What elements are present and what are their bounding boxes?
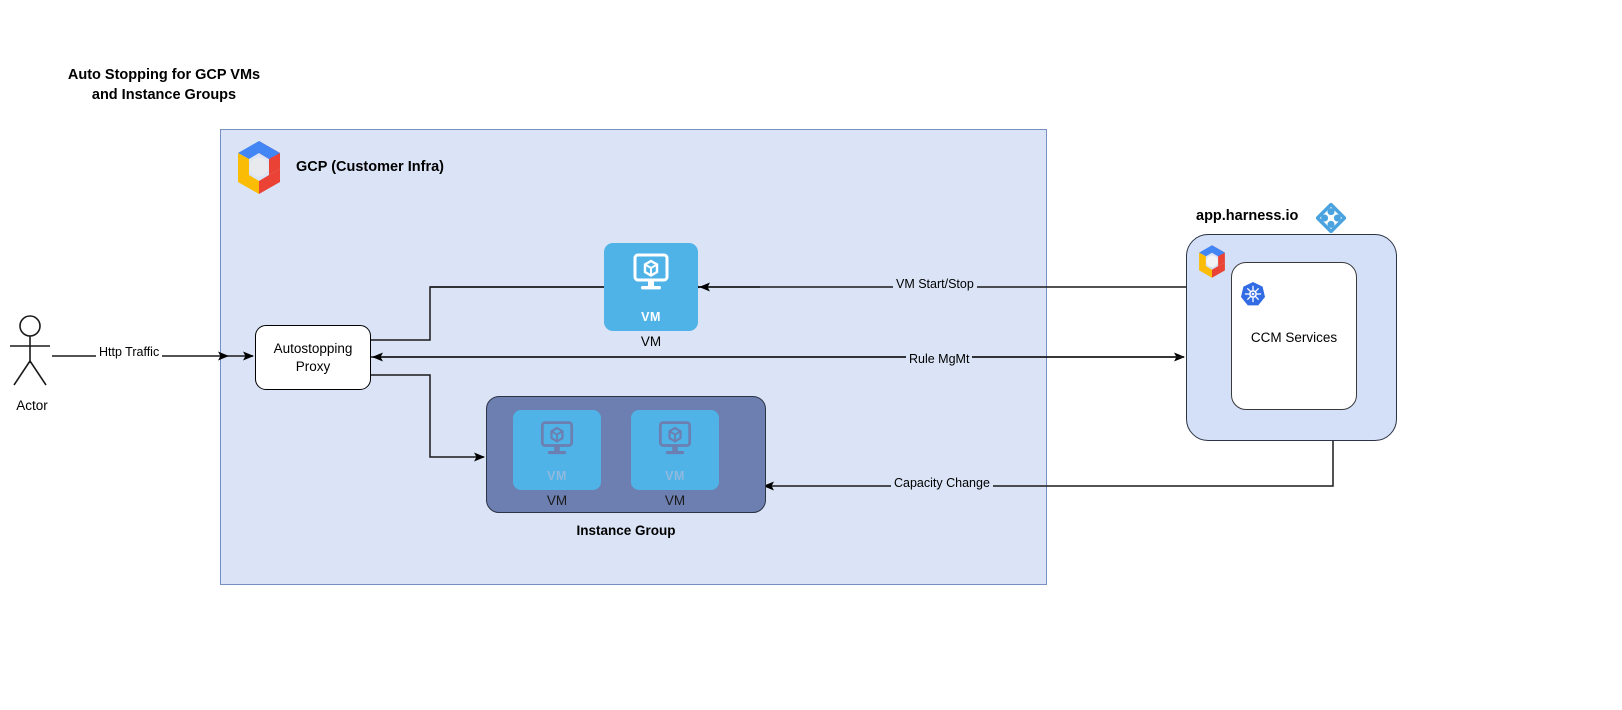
vm-monitor-cube-icon xyxy=(631,419,719,466)
vm-tile-text: VM xyxy=(641,310,661,324)
instance-group-container: VM VM VM VM xyxy=(486,396,766,513)
vm-tile-text: VM xyxy=(547,469,567,483)
harness-app-label: app.harness.io xyxy=(1196,208,1299,224)
actor-label: Actor xyxy=(16,398,48,413)
kubernetes-helm-wheel-icon xyxy=(1241,282,1265,306)
instance-group-vm-1[interactable]: VM xyxy=(631,410,719,490)
vm-monitor-cube-icon xyxy=(604,252,698,301)
vm-node[interactable]: VM xyxy=(604,243,698,331)
actor-stick-figure-icon xyxy=(10,315,50,386)
edge-label-http-traffic: Http Traffic xyxy=(96,345,163,359)
vm-tile-text: VM xyxy=(665,469,685,483)
gcp-hexagon-logo-icon xyxy=(1199,245,1225,278)
ccm-services-label: CCM Services xyxy=(1250,330,1338,345)
page-title: Auto Stopping for GCP VMs and Instance G… xyxy=(67,67,261,103)
instance-group-vm-caption-0: VM xyxy=(546,493,568,508)
edge-label-vm-start-stop: VM Start/Stop xyxy=(893,277,977,291)
instance-group-label: Instance Group xyxy=(576,523,676,538)
gcp-container-label: GCP (Customer Infra) xyxy=(296,159,444,175)
gcp-hexagon-logo-icon xyxy=(238,141,280,194)
autostopping-proxy-node[interactable]: Autostopping Proxy xyxy=(255,325,371,390)
harness-diamond-logo-icon xyxy=(1316,203,1346,233)
vm-node-caption: VM xyxy=(640,334,662,349)
instance-group-vm-caption-1: VM xyxy=(664,493,686,508)
edge-label-capacity-change: Capacity Change xyxy=(891,476,993,490)
vm-monitor-cube-icon xyxy=(513,419,601,466)
edge-label-rule-mgmt: Rule MgMt xyxy=(906,352,973,366)
instance-group-vm-0[interactable]: VM xyxy=(513,410,601,490)
